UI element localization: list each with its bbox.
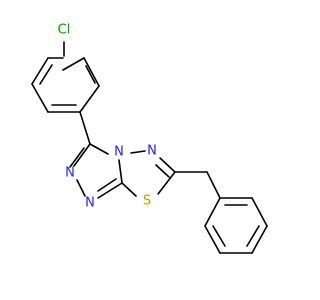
bond-ring1-b [83,57,100,87]
nitrogen-atom-label-bottom: N [85,196,95,211]
chemical-structure-diagram: Cl N N N N S [31,22,268,254]
bond-ch2-phenyl [206,171,221,199]
bond-phenyl-b [204,225,221,254]
bond-ring1-e [31,83,49,113]
sulfur-atom-label: S [143,194,151,209]
bond-thiadiazole-c-s [157,171,176,195]
bond-thiadiazole-n-c-double [155,164,170,178]
bond-triazole-n-n [76,179,86,197]
bond-triazole-n-c3 [89,143,109,155]
bond-ring1-b-inner [85,65,96,84]
bond-phenyl-d [251,225,268,254]
bond-ring1-c [79,85,100,113]
bond-ring1-a [62,57,85,71]
bond-ring1-f-inner [39,64,53,85]
bond-phenyl-e [251,197,268,227]
bond-phenyl-d-inner [246,225,260,247]
bond-layer [31,41,268,254]
atom-labels: Cl N N N N S [58,23,157,211]
chlorine-atom-label: Cl [58,23,71,38]
bond-thiadiazole-n-n [130,150,146,154]
nitrogen-atom-label-upper: N [147,144,157,159]
bond-phenyl-a [204,197,221,227]
bond-triazole-c-n [118,159,123,184]
bond-aryl-triazole [79,111,91,145]
bond-thiadiazole-s-c [121,182,137,197]
bond-triazole-c3-n-double [69,147,85,168]
bond-triazole-n-c [97,182,123,199]
bond-triazole-n-c-double [97,178,117,192]
bond-phenyl-b-inner [212,225,226,247]
bond-triazole-c3-n [73,143,91,167]
bond-thiadiazole-n-c [159,157,176,173]
nitrogen-atom-label-bridge: N [114,145,124,160]
bond-ring1-f [31,57,49,85]
nitrogen-atom-label-left: N [65,166,75,181]
